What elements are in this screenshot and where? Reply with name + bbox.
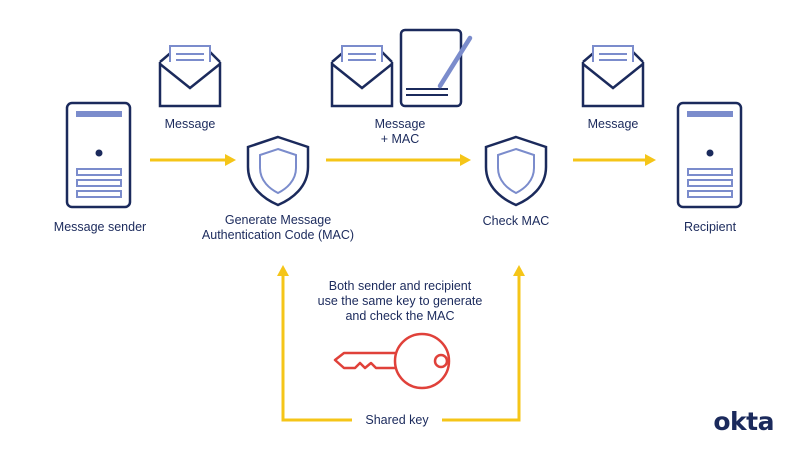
node-label-recipient: Recipient	[683, 220, 737, 234]
okta-logo: okta	[713, 407, 774, 436]
message-label-2-line-2: + MAC	[380, 132, 420, 146]
node-label-check: Check MAC	[482, 214, 550, 228]
shared-key-note-line-3: and check the MAC	[345, 309, 455, 323]
shared-key-note: Both sender and recipient use the same k…	[300, 279, 500, 324]
signed-document-icon	[399, 28, 473, 108]
shared-key-arrow-right	[442, 265, 525, 422]
flow-arrow	[150, 154, 236, 166]
message-label-1: Message	[164, 117, 216, 131]
envelope-icon	[158, 45, 222, 108]
message-label-2-line-1: Message	[374, 117, 426, 131]
recipient-server-icon	[676, 101, 743, 209]
shield-icon	[246, 135, 310, 207]
envelope-icon	[330, 45, 394, 108]
message-label-2: Message + MAC	[350, 117, 450, 147]
envelope-icon	[581, 45, 645, 108]
flow-arrow	[326, 154, 471, 166]
shared-key-note-line-1: Both sender and recipient	[328, 279, 472, 293]
node-label-generate-line-2: Authentication Code (MAC)	[201, 228, 355, 242]
node-label-generate: Generate Message Authentication Code (MA…	[198, 213, 358, 243]
shared-key-arrow-left	[277, 265, 352, 422]
flow-arrow	[573, 154, 656, 166]
shared-key-note-line-2: use the same key to generate	[317, 294, 483, 308]
key-icon	[333, 332, 451, 390]
shield-icon	[484, 135, 548, 207]
shared-key-label: Shared key	[365, 413, 429, 427]
sender-server-icon	[65, 101, 132, 209]
node-label-generate-line-1: Generate Message	[224, 213, 332, 227]
node-label-sender: Message sender	[53, 220, 147, 234]
message-label-3: Message	[587, 117, 639, 131]
